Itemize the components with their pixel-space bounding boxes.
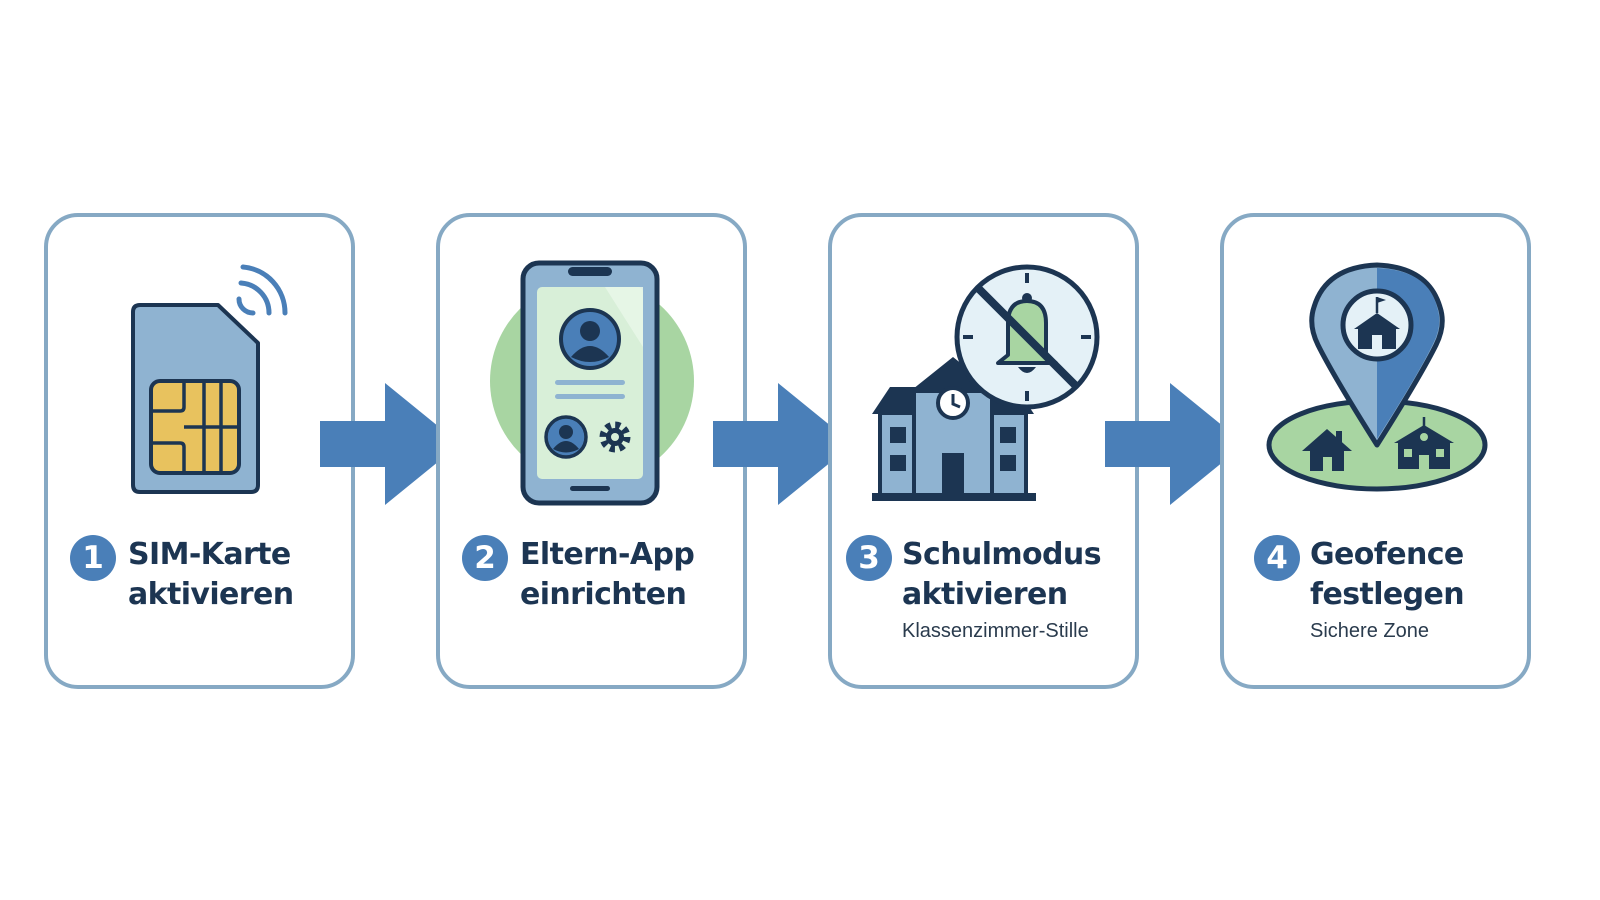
- step-title-line-2: einrichten: [520, 577, 687, 612]
- sim-card-icon: [48, 217, 359, 537]
- step-card-3: 3 Schulmodus aktivieren Klassenzimmer-St…: [828, 213, 1139, 689]
- step-title-line-1: SIM-Karte: [128, 537, 291, 572]
- arrow-right-icon: [320, 383, 460, 505]
- step-subtitle: Sichere Zone: [1310, 620, 1429, 642]
- step-title: Schulmodus aktivieren: [902, 535, 1102, 615]
- step-title-line-1: Eltern-App: [520, 537, 695, 572]
- geofence-pin-icon: [1224, 217, 1535, 537]
- step-title: SIM-Karte aktivieren: [128, 535, 294, 615]
- step-number-badge: 1: [70, 535, 116, 581]
- step-number-badge: 4: [1254, 535, 1300, 581]
- step-number-badge: 2: [462, 535, 508, 581]
- step-subtitle: Klassenzimmer-Stille: [902, 620, 1089, 642]
- step-title: Eltern-App einrichten: [520, 535, 695, 615]
- arrow-right-icon: [1105, 383, 1245, 505]
- step-title-line-1: Schulmodus: [902, 537, 1102, 572]
- step-title: Geofence festlegen: [1310, 535, 1465, 615]
- step-card-1: 1 SIM-Karte aktivieren: [44, 213, 355, 689]
- step-title-line-1: Geofence: [1310, 537, 1464, 572]
- step-card-4: 4 Geofence festlegen Sichere Zone: [1220, 213, 1531, 689]
- step-title-line-2: festlegen: [1310, 577, 1465, 612]
- step-card-2: 2 Eltern-App einrichten: [436, 213, 747, 689]
- arrow-right-icon: [713, 383, 853, 505]
- step-title-line-2: aktivieren: [128, 577, 294, 612]
- smartphone-app-icon: [440, 217, 751, 537]
- step-title-line-2: aktivieren: [902, 577, 1068, 612]
- school-silent-icon: [832, 217, 1143, 537]
- step-number-badge: 3: [846, 535, 892, 581]
